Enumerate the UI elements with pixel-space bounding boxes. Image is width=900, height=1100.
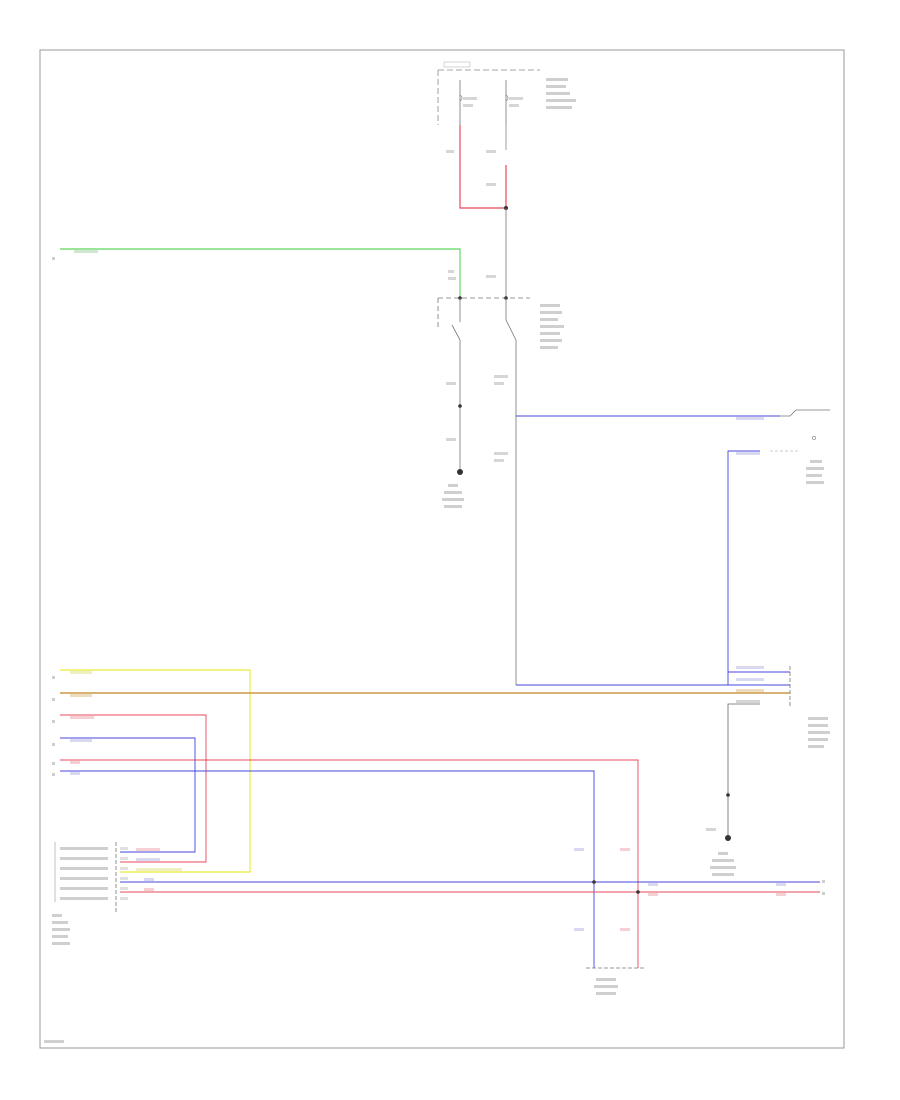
footer-code xyxy=(44,1040,64,1043)
bottom-bus xyxy=(120,880,825,896)
right-bus-wires xyxy=(516,666,791,841)
fuse-block-label xyxy=(546,78,576,109)
switch-block xyxy=(437,296,530,685)
bottom-connector xyxy=(574,848,646,995)
fuse-block xyxy=(437,61,540,125)
ground-label-left xyxy=(442,484,464,508)
left-wire-bundle xyxy=(52,669,790,968)
switch-label xyxy=(540,304,564,349)
wire-labels-switch xyxy=(446,375,508,462)
green-wire xyxy=(52,248,461,298)
fuse-labels xyxy=(463,97,523,107)
right-component-label xyxy=(806,460,824,484)
ground-label-right xyxy=(710,852,736,876)
red-fuse-wire xyxy=(446,125,507,209)
diagram-frame xyxy=(39,49,845,1049)
small-labels-mid xyxy=(448,270,456,280)
bottom-module-label xyxy=(52,914,70,945)
bottom-module xyxy=(54,842,182,912)
right-module-label xyxy=(808,717,830,748)
blue-wire-right xyxy=(516,409,830,685)
